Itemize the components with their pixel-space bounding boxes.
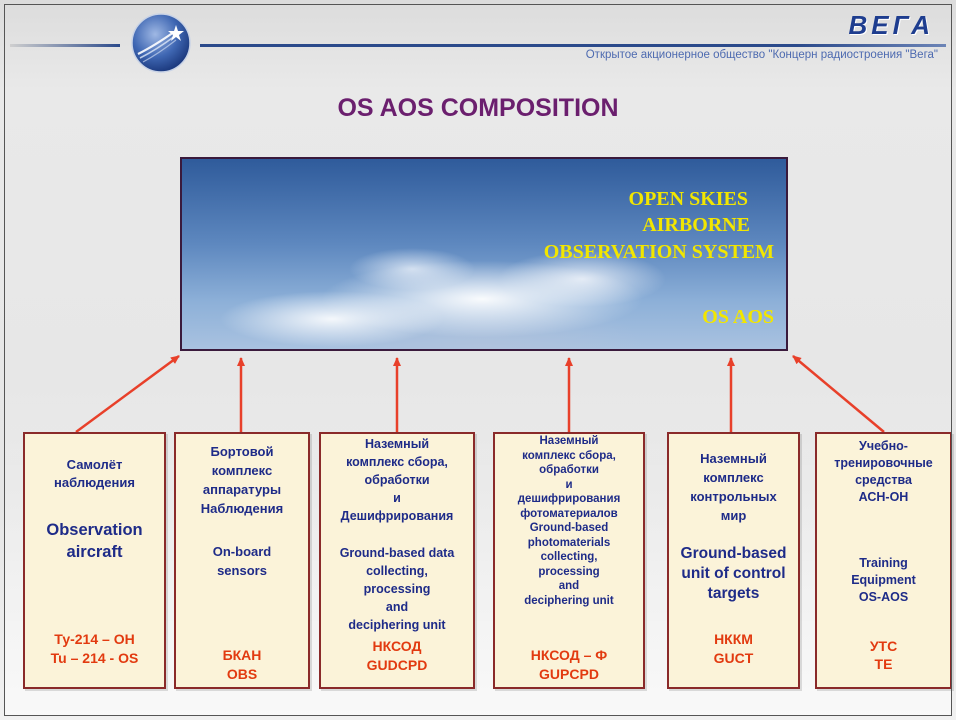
box-en-line: Ground-based xyxy=(529,522,609,534)
box-ru-line: мир xyxy=(720,508,747,523)
box-ru-line: Самолёт xyxy=(66,457,123,472)
box-code-line: НККМ xyxy=(714,631,753,647)
box-ru-line: комплекс xyxy=(211,463,273,478)
box-ru-line: комплекс xyxy=(703,470,764,485)
banner-line-1: OPEN SKIES xyxy=(628,188,748,210)
company-name: Открытое акционерное общество "Концерн р… xyxy=(585,49,938,61)
box-en-line: processing xyxy=(538,565,600,578)
box-ru-line: АСН-ОН xyxy=(858,490,909,504)
box-en-line: Ground-based xyxy=(680,545,787,562)
box-ru-line: наблюдения xyxy=(54,475,135,490)
box-ru-line: аппаратуры xyxy=(202,482,282,497)
component-box-gupcpd: Наземный комплекс сбора, обработки и деш… xyxy=(493,432,645,689)
component-box-onboard-sensors: Бортовой комплекс аппаратуры Наблюдения … xyxy=(174,432,310,689)
box-code-line: OBS xyxy=(226,666,258,682)
box-en-line: collecting, xyxy=(540,551,598,563)
box-en-line: collecting, xyxy=(366,564,428,578)
box-code-line: Tu – 214 - OS xyxy=(50,650,139,666)
system-banner: OPEN SKIES AIRBORNE OBSERVATION SYSTEM O… xyxy=(180,157,788,351)
box-code-line: УТС xyxy=(869,638,898,654)
component-box-training-equipment: Учебно- тренировочные средства АСН-ОН Tr… xyxy=(815,432,952,689)
page-title: OS AOS COMPOSITION xyxy=(337,94,619,122)
box-ru-line: фотоматериалов xyxy=(520,507,618,520)
box-ru-line: средства xyxy=(855,473,912,487)
box-ru-line: комплекс сбора, xyxy=(346,455,448,469)
box-en-line: OS-AOS xyxy=(858,590,909,604)
box-code-line: Ту-214 – ОН xyxy=(54,631,135,647)
box-ru-line: Дешифрирования xyxy=(340,509,454,523)
box-en-line: deciphering unit xyxy=(524,594,614,607)
box-en-line: photomaterials xyxy=(527,536,611,549)
box-en-line: unit of control xyxy=(681,565,786,582)
box-ru-line: обработки xyxy=(539,464,599,476)
box-ru-line: Наземный xyxy=(539,435,599,447)
box-code-line: НКСОД – Ф xyxy=(530,647,608,663)
box-en-line: and xyxy=(385,600,409,614)
box-ru-line: Наблюдения xyxy=(200,501,284,516)
brand-logo-text: ВЕГА xyxy=(848,10,934,40)
box-code-line: GUCT xyxy=(713,650,754,666)
box-en-line: deciphering unit xyxy=(348,618,446,632)
box-en-line: On-board xyxy=(212,544,272,559)
box-en-line: sensors xyxy=(217,563,267,578)
header-rule-left xyxy=(10,44,120,47)
header-rule-right xyxy=(200,44,946,47)
box-ru-line: контрольных xyxy=(690,489,777,504)
box-ru-line: Наземный xyxy=(364,437,430,451)
box-ru-line: обработки xyxy=(364,473,430,487)
box-ru-line: комплекс сбора, xyxy=(522,449,616,462)
box-en-line: and xyxy=(558,580,580,592)
box-ru-line: и xyxy=(565,478,573,491)
box-ru-line: дешифрирования xyxy=(517,493,621,505)
star-comet-icon xyxy=(131,13,191,73)
component-box-observation-aircraft: Самолёт наблюдения Observation aircraft … xyxy=(23,432,166,689)
banner-line-3: OBSERVATION SYSTEM xyxy=(543,241,774,263)
box-en-line: targets xyxy=(707,585,760,602)
banner-line-2: AIRBORNE xyxy=(642,214,750,236)
box-en-line: processing xyxy=(363,582,431,596)
box-en-line: Observation xyxy=(46,521,143,539)
box-ru-line: Бортовой xyxy=(210,444,274,459)
component-box-gudcpd: Наземный комплекс сбора, обработки и Деш… xyxy=(319,432,475,689)
banner-line-4: OS AOS xyxy=(702,306,774,328)
box-code-line: ТЕ xyxy=(874,656,893,672)
box-en-line: Equipment xyxy=(851,573,916,587)
box-en-line: aircraft xyxy=(66,543,123,561)
box-ru-line: тренировочные xyxy=(834,456,933,470)
box-ru-line: Учебно- xyxy=(859,439,908,453)
box-ru-line: Наземный xyxy=(700,451,767,466)
box-ru-line: и xyxy=(393,491,401,505)
box-en-line: Ground-based data xyxy=(339,546,455,560)
component-box-guct: Наземный комплекс контрольных мир Ground… xyxy=(667,432,800,689)
box-code-line: БКАН xyxy=(222,647,262,663)
box-code-line: НКСОД xyxy=(372,638,422,654)
box-en-line: Training xyxy=(859,556,908,570)
box-code-line: GUDCPD xyxy=(366,657,428,673)
box-code-line: GUPCPD xyxy=(539,666,599,682)
